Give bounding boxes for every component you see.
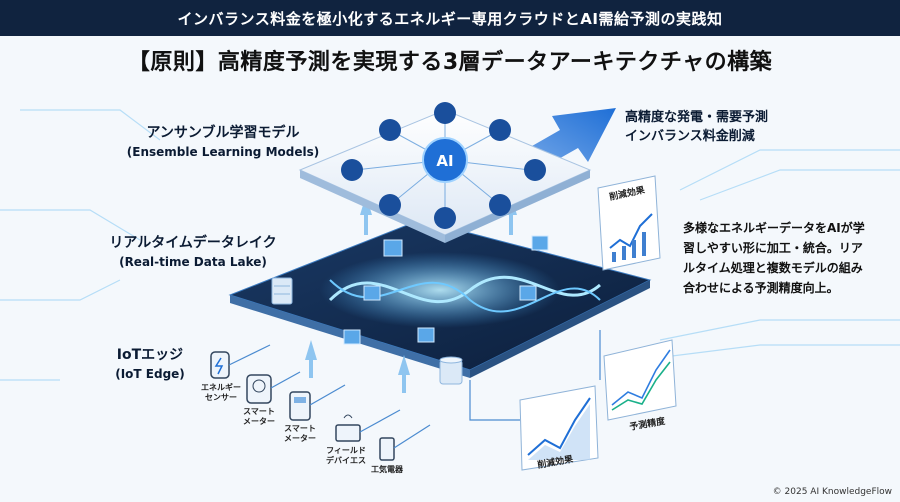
data-cube xyxy=(519,285,537,301)
edge-label-en: (IoT Edge) xyxy=(115,367,185,381)
model-node-icon xyxy=(341,159,363,181)
effect-chart-panel-top: 削減効果 xyxy=(597,175,661,271)
energy-sensor-icon xyxy=(210,351,230,379)
effect-chart-panel-bottom: 削減効果 xyxy=(519,385,599,471)
smart-meter-icon xyxy=(246,374,272,404)
ai-brain-node: AI xyxy=(422,137,468,183)
data-cube xyxy=(363,285,381,301)
device-label: デバイエス xyxy=(326,455,366,465)
device-label: メーター xyxy=(243,416,275,426)
data-lake-platform xyxy=(228,219,652,378)
header-banner: インバランス料金を極小化するエネルギー専用クラウドとAI需給予測の実践知 xyxy=(0,0,900,36)
edge-label-jp: IoTエッジ xyxy=(116,347,184,363)
result-line-2: インバランス料金削減 xyxy=(625,129,755,144)
ensemble-label-en: (Ensemble Learning Models) xyxy=(126,145,320,159)
database-icon xyxy=(439,356,463,385)
description-text: 多様なエネルギーデータをAIが学習しやすい形に加工・統合。リアルタイム処理と複数… xyxy=(683,221,865,295)
data-cube xyxy=(343,329,361,345)
result-line-1: 高精度な発電・需要予測 xyxy=(625,110,769,125)
banner-title: インバランス料金を極小化するエネルギー専用クラウドとAI需給予測の実践知 xyxy=(177,9,723,28)
device-label: メーター xyxy=(284,433,316,443)
result-text: 高精度な発電・需要予測 インバランス料金削減 xyxy=(625,108,768,146)
model-node-icon xyxy=(434,102,456,124)
device-label: スマート xyxy=(243,407,275,416)
device-label: エネルギー xyxy=(201,382,241,392)
model-node-icon xyxy=(524,159,546,181)
footer-copyright: © 2025 AI KnowledgeFlow xyxy=(772,487,892,497)
device-labels: エネルギー センサー スマート メーター スマート メーター フィールド デバイ… xyxy=(201,382,404,474)
edge-connector-lines xyxy=(228,330,601,449)
datalake-label-jp: リアルタイムデータレイク xyxy=(109,235,277,251)
model-node-icon xyxy=(489,119,511,141)
device-label: フィールド xyxy=(326,446,366,455)
circuit-lines-decoration xyxy=(0,109,900,381)
model-node-icon xyxy=(379,119,401,141)
model-node-icon xyxy=(434,207,456,229)
ensemble-layer-label: アンサンブル学習モデル (Ensemble Learning Models) xyxy=(118,124,328,162)
ai-label: AI xyxy=(436,152,453,170)
field-device-icon xyxy=(335,414,361,442)
device-label: 工気電器 xyxy=(371,464,404,474)
chart-panel-label: 予測精度 xyxy=(628,415,667,433)
data-cube xyxy=(531,235,549,251)
accuracy-chart-panel: 予測精度 xyxy=(603,339,677,433)
model-node-icon xyxy=(379,194,401,216)
edge-layer-label: IoTエッジ (IoT Edge) xyxy=(100,346,200,384)
electrical-device-icon xyxy=(379,437,395,461)
data-cube xyxy=(417,327,435,343)
model-node-icon xyxy=(489,194,511,216)
device-label: スマート xyxy=(284,424,316,433)
page-title: 【原則】高精度予測を実現する3層データアーキテクチャの構築 xyxy=(127,50,773,75)
smart-meter-icon xyxy=(289,391,311,421)
device-label: センサー xyxy=(205,393,237,402)
data-cube xyxy=(383,239,403,257)
server-rack-icon xyxy=(271,277,293,305)
ensemble-label-jp: アンサンブル学習モデル xyxy=(146,125,300,141)
datalake-label-en: (Real-time Data Lake) xyxy=(119,255,267,269)
datalake-layer-label: リアルタイムデータレイク (Real-time Data Lake) xyxy=(88,234,298,272)
